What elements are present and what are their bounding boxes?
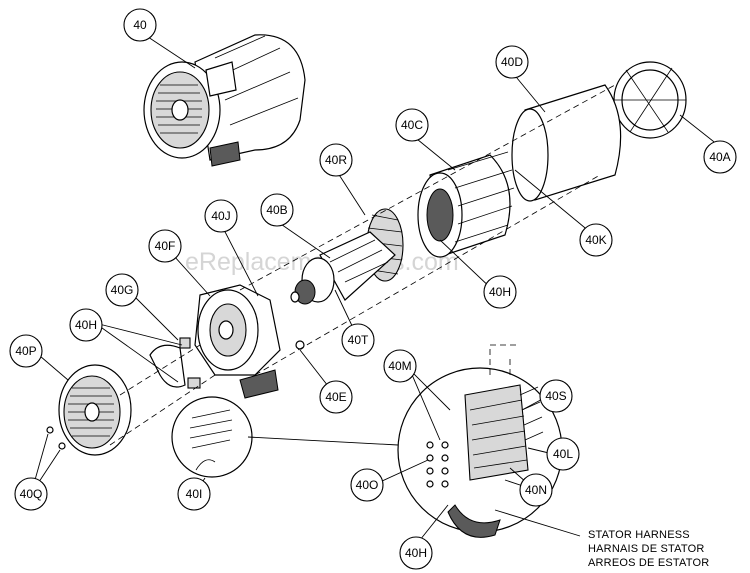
axis-line-terminal xyxy=(489,344,520,375)
svg-text:40C: 40C xyxy=(401,118,423,132)
callout-40j[interactable]: 40J xyxy=(204,199,238,233)
brush-assembly-40g[interactable] xyxy=(149,337,201,389)
svg-text:40J: 40J xyxy=(211,209,230,223)
assembled-alternator[interactable] xyxy=(143,34,306,167)
svg-text:40: 40 xyxy=(133,18,147,32)
callout-40i[interactable]: 40I xyxy=(177,477,211,511)
callout-40h-lower[interactable]: 40H xyxy=(399,536,433,570)
svg-text:40Q: 40Q xyxy=(20,487,43,501)
svg-text:40R: 40R xyxy=(325,153,347,167)
detail-connector xyxy=(247,436,399,446)
callout-40l[interactable]: 40L xyxy=(546,437,580,471)
callout-40e[interactable]: 40E xyxy=(319,380,353,414)
front-bracket-40f[interactable] xyxy=(194,284,305,399)
svg-text:40I: 40I xyxy=(186,487,203,501)
svg-text:40H: 40H xyxy=(75,318,97,332)
svg-text:40F: 40F xyxy=(155,239,176,253)
svg-text:40A: 40A xyxy=(709,150,730,164)
svg-text:40D: 40D xyxy=(501,55,523,69)
axis-line-cover xyxy=(119,344,201,396)
svg-text:40P: 40P xyxy=(15,344,36,358)
svg-text:40E: 40E xyxy=(325,390,346,404)
end-cover-40p[interactable] xyxy=(46,364,132,456)
svg-text:40G: 40G xyxy=(111,283,134,297)
end-bell-40a[interactable] xyxy=(613,61,687,139)
callout-40f[interactable]: 40F xyxy=(148,229,182,263)
callout-40k[interactable]: 40K xyxy=(579,223,613,257)
axis-line-lower xyxy=(254,174,601,376)
callout-40m[interactable]: 40M xyxy=(383,349,417,383)
callout-40a[interactable]: 40A xyxy=(703,140,737,174)
svg-text:40N: 40N xyxy=(525,483,547,497)
callout-40n[interactable]: 40N xyxy=(519,473,553,507)
callout-40d[interactable]: 40D xyxy=(495,45,529,79)
svg-text:40O: 40O xyxy=(356,478,379,492)
callout-40o[interactable]: 40O xyxy=(350,468,384,502)
svg-text:40H: 40H xyxy=(405,546,427,560)
callout-40c[interactable]: 40C xyxy=(395,108,429,142)
detail-circle-terminals[interactable] xyxy=(397,367,563,538)
svg-text:40H: 40H xyxy=(489,285,511,299)
stator-sleeve-40d[interactable] xyxy=(511,84,622,202)
harness-label-es: ARREOS DE ESTATOR xyxy=(588,557,709,569)
callout-40p[interactable]: 40P xyxy=(9,334,43,368)
axis-line-upper xyxy=(239,84,616,291)
stator-40c[interactable] xyxy=(417,151,515,258)
detail-circle-40i[interactable] xyxy=(171,396,253,478)
callout-40q[interactable]: 40Q xyxy=(14,477,48,511)
callout-40[interactable]: 40 xyxy=(123,8,157,42)
callout-40s[interactable]: 40S xyxy=(539,379,573,413)
callout-40h-upper[interactable]: 40H xyxy=(483,275,517,309)
callout-40r[interactable]: 40R xyxy=(319,143,353,177)
svg-text:40B: 40B xyxy=(266,203,287,217)
callout-40g[interactable]: 40G xyxy=(105,273,139,307)
callout-40b[interactable]: 40B xyxy=(260,193,294,227)
svg-text:40L: 40L xyxy=(553,447,573,461)
harness-label-en: STATOR HARNESS xyxy=(588,529,690,541)
callout-40h-left[interactable]: 40H xyxy=(69,308,103,342)
svg-text:40S: 40S xyxy=(545,389,566,403)
axis-line-cover-low xyxy=(109,374,216,446)
svg-text:40T: 40T xyxy=(348,333,369,347)
leader-lines xyxy=(30,34,719,546)
svg-text:40M: 40M xyxy=(388,359,411,373)
callout-40t[interactable]: 40T xyxy=(341,323,375,357)
svg-text:40K: 40K xyxy=(585,233,606,247)
stator-harness-label: STATOR HARNESS HARNAIS DE STATOR ARREOS … xyxy=(588,529,709,569)
rotor-40b[interactable] xyxy=(290,208,404,305)
harness-label-fr: HARNAIS DE STATOR xyxy=(588,543,704,555)
